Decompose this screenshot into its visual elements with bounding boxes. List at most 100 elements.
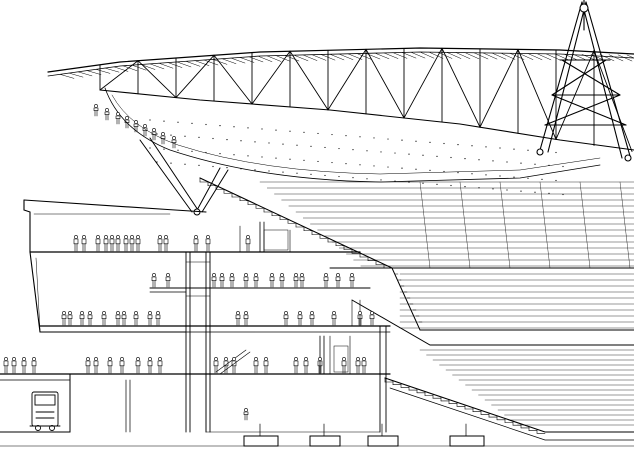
roof-panel-dot	[275, 129, 277, 131]
person-figure	[115, 311, 121, 326]
roof-rib	[338, 53, 354, 60]
roof-rib	[491, 52, 507, 60]
roof-panel-dot	[513, 148, 515, 150]
roof-rib	[410, 51, 426, 59]
roof-panel-dot	[212, 165, 214, 168]
roof-panel-dot	[429, 169, 431, 171]
person-figure	[331, 311, 337, 326]
roof-rib	[446, 52, 462, 59]
roof-rib	[518, 53, 534, 60]
far-seat-aisle	[459, 181, 471, 269]
person-figure	[103, 235, 109, 252]
roof-panel-dot	[506, 161, 508, 163]
roof-panel-dot	[485, 174, 487, 176]
person-figure	[31, 357, 37, 374]
person-figure	[11, 357, 17, 374]
roof-rib	[320, 54, 336, 61]
person-figure	[119, 357, 125, 374]
roof-panel-dot	[352, 149, 354, 151]
roof-rib	[455, 52, 471, 59]
roof-rib	[95, 69, 111, 74]
roof-panel-dot	[429, 141, 431, 143]
roof-rib	[140, 64, 156, 70]
roof-panel-dot	[492, 188, 494, 190]
roof-panel-dot	[464, 186, 466, 188]
roof-rib	[266, 55, 282, 62]
roof-panel-dot	[499, 175, 501, 177]
roof-panel-dot	[338, 147, 340, 150]
person-figure	[93, 357, 99, 374]
roof-rib	[131, 64, 147, 71]
roof-panel-dot	[261, 128, 263, 130]
roof-panel-dot	[317, 132, 319, 135]
roof-panel-dot	[177, 149, 179, 151]
roof-rib	[77, 71, 93, 77]
roof-rib	[275, 55, 291, 62]
roof-rib	[284, 55, 300, 62]
roof-panel-dot	[436, 155, 438, 157]
person-figure	[219, 273, 225, 288]
roof-panel-dot	[240, 140, 242, 142]
roof-rib	[347, 53, 363, 60]
far-seat-aisle	[579, 181, 591, 269]
person-figure	[253, 357, 259, 374]
roof-panel-dot	[443, 142, 445, 145]
person-figure	[104, 108, 110, 121]
roof-panel-dot	[198, 164, 200, 166]
roof-panel-dot	[247, 127, 249, 129]
person-figure	[115, 112, 121, 125]
person-figure	[213, 357, 219, 374]
roof-panel-dot	[527, 177, 529, 179]
middle-tier-seating	[329, 267, 634, 346]
roof-rib	[149, 63, 165, 70]
roof-panel-dot	[394, 180, 396, 182]
far-seat-aisle	[539, 181, 551, 269]
roof-rib	[311, 54, 327, 61]
roof-panel-dot	[163, 120, 165, 122]
person-figure	[303, 357, 309, 374]
roof-panel-dot	[520, 190, 522, 192]
roof-panel-dot	[205, 151, 207, 154]
roof-rib	[509, 53, 525, 60]
roof-panel-dot	[345, 135, 347, 137]
roof-rib	[599, 54, 615, 62]
truss-diagonal	[479, 48, 519, 128]
foundation-pads	[0, 423, 634, 447]
roof-panel-dot	[345, 163, 347, 165]
person-figure	[155, 311, 161, 326]
roof-panel-dot	[254, 141, 256, 143]
roof-panel-dot	[310, 145, 312, 147]
person-figure	[135, 357, 141, 374]
roof-panel-dot	[282, 171, 284, 173]
roof-panel-dot	[506, 189, 508, 191]
roof-panel-dot	[478, 159, 480, 161]
roof-panel-dot	[156, 133, 158, 135]
person-figure	[101, 311, 107, 326]
person-figure	[85, 357, 91, 374]
roof-rib	[383, 52, 399, 59]
truss-diagonal	[403, 47, 443, 119]
roof-panel-dot	[212, 137, 214, 140]
roof-rib	[428, 51, 444, 59]
truss-diagonal	[327, 48, 367, 111]
person-figure	[109, 235, 115, 252]
roof-rib	[68, 72, 84, 78]
person-figure	[133, 120, 139, 133]
roof-rib	[104, 67, 120, 73]
person-figure	[115, 235, 121, 252]
person-figure	[157, 235, 163, 252]
person-figure	[142, 124, 148, 137]
roof-panel-dot	[562, 165, 564, 168]
roof-panel-dot	[548, 164, 550, 166]
roof-panel-dot	[492, 160, 494, 162]
roof-panel-dot	[177, 121, 179, 123]
truss-diagonal	[289, 50, 329, 111]
roof-rib	[122, 65, 138, 72]
person-figure	[157, 357, 163, 374]
roof-panel-dot	[219, 125, 221, 127]
person-figure	[231, 357, 237, 374]
person-figure	[243, 311, 249, 326]
roof-panel-dot	[527, 149, 529, 151]
lower-tier-seating	[384, 377, 634, 441]
roof-panel-dot	[415, 168, 417, 170]
